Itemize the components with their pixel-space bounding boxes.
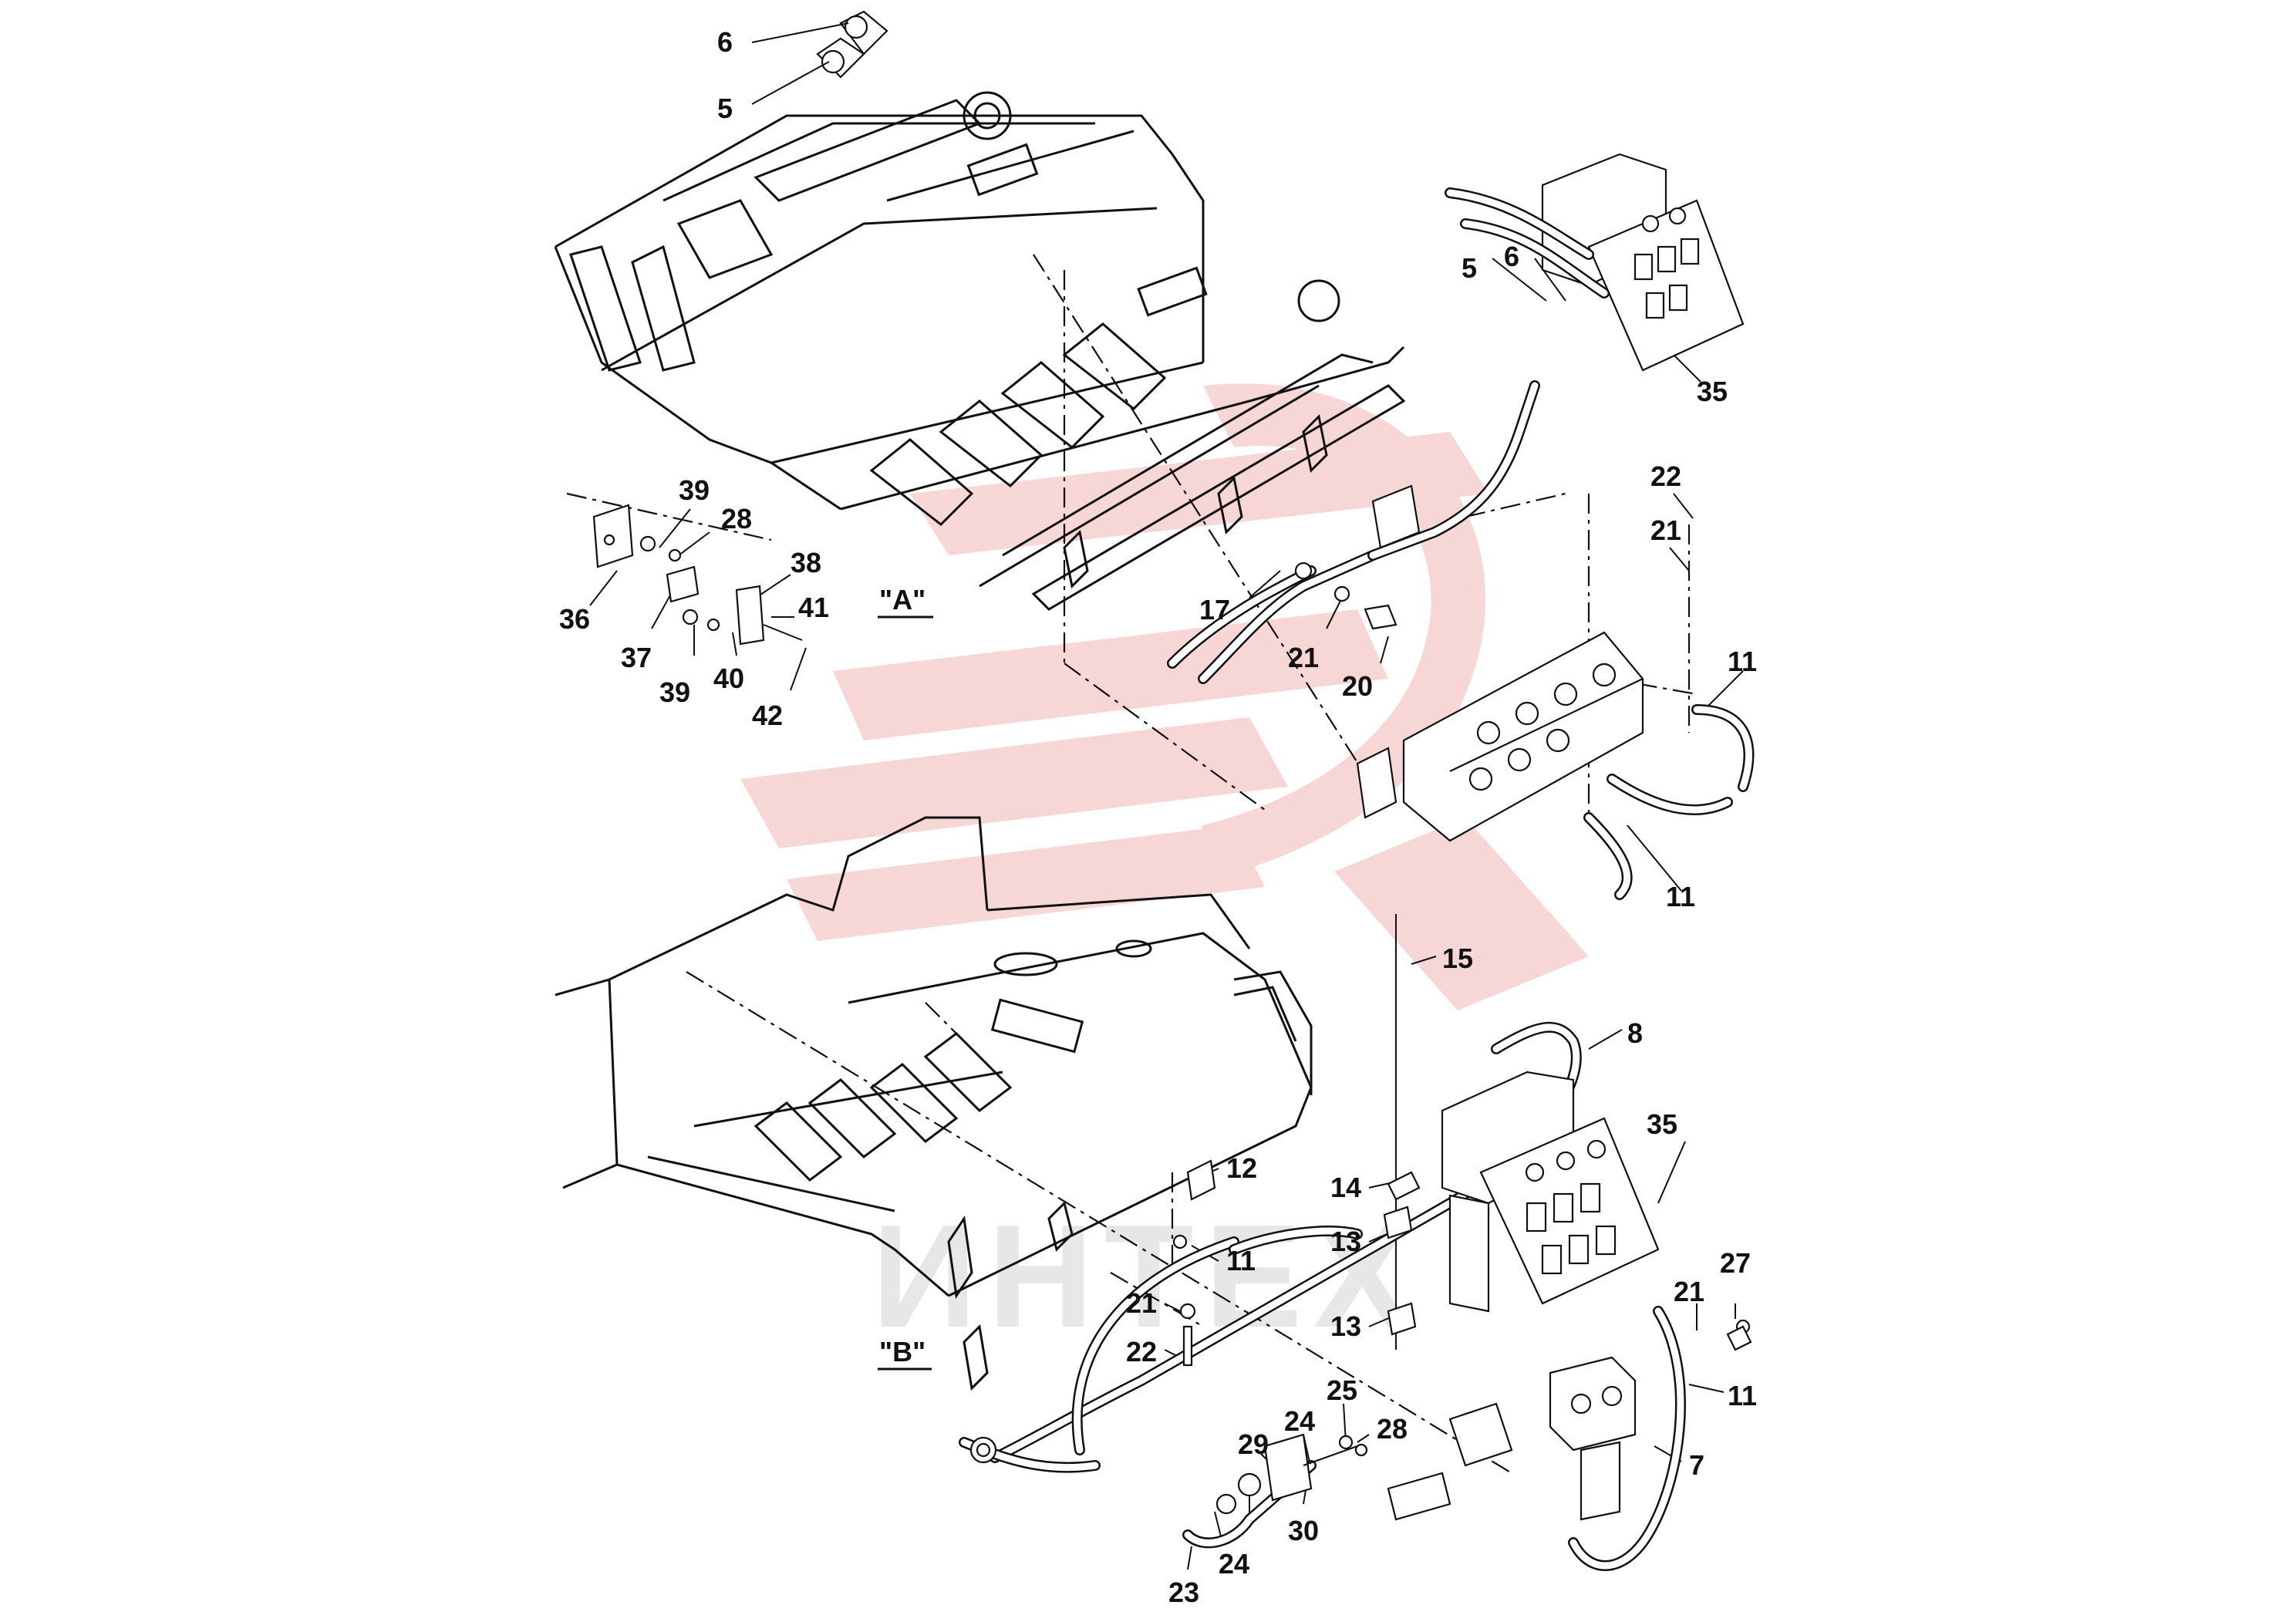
callout: 5 bbox=[1462, 252, 1477, 284]
callout: 24 bbox=[1284, 1405, 1315, 1437]
callout: 21 bbox=[1650, 514, 1681, 546]
callout: 30 bbox=[1288, 1515, 1319, 1546]
callout: 7 bbox=[1689, 1449, 1704, 1481]
callout: 22 bbox=[1126, 1336, 1157, 1367]
callout: 27 bbox=[1720, 1247, 1751, 1279]
callout: 40 bbox=[713, 663, 744, 694]
view-b-sensor-assembly bbox=[1215, 1402, 1513, 1521]
callout: 22 bbox=[1650, 460, 1681, 492]
callout: 39 bbox=[679, 474, 710, 506]
callout: 28 bbox=[1377, 1413, 1408, 1445]
callout: 37 bbox=[621, 642, 652, 673]
callout: 29 bbox=[1238, 1428, 1269, 1460]
callout: 13 bbox=[1330, 1226, 1361, 1257]
callout-labels: 6 5 5 6 35 22 21 39 28 38 41 36 37 39 40… bbox=[559, 26, 1757, 1608]
callout: 13 bbox=[1330, 1310, 1361, 1342]
callout: 38 bbox=[791, 547, 821, 578]
callout: 5 bbox=[717, 93, 733, 124]
callout: 21 bbox=[1674, 1276, 1704, 1307]
callout: 14 bbox=[1330, 1172, 1361, 1203]
callout: 42 bbox=[752, 700, 783, 731]
callout: 35 bbox=[1647, 1108, 1677, 1140]
callout: 12 bbox=[1226, 1152, 1257, 1184]
callout: 11 bbox=[1728, 646, 1757, 677]
callout: 21 bbox=[1126, 1287, 1157, 1319]
callout: 35 bbox=[1697, 376, 1728, 407]
view-b-control-box bbox=[1441, 1071, 1660, 1313]
view-a-label: "A" bbox=[879, 584, 925, 615]
callout: 41 bbox=[798, 592, 829, 623]
view-b-frame bbox=[555, 816, 1313, 1391]
callout: 8 bbox=[1627, 1017, 1643, 1049]
callout: 11 bbox=[1226, 1245, 1256, 1276]
callout: 11 bbox=[1728, 1380, 1757, 1411]
view-a-control-box bbox=[1445, 153, 1745, 372]
callout: 39 bbox=[659, 676, 690, 708]
view-label-a: "A" bbox=[878, 584, 933, 619]
view-a-hose-fittings-top bbox=[816, 10, 888, 79]
view-a-switch-assembly bbox=[592, 504, 803, 646]
callout: 23 bbox=[1168, 1576, 1199, 1608]
callout: 17 bbox=[1199, 594, 1230, 626]
view-b-label: "B" bbox=[879, 1336, 925, 1367]
callout: 25 bbox=[1327, 1374, 1357, 1406]
callout: 15 bbox=[1442, 943, 1473, 974]
callout: 21 bbox=[1288, 642, 1319, 673]
callout: 28 bbox=[721, 503, 752, 534]
view-b-clamps bbox=[1172, 1159, 1421, 1367]
callout: 6 bbox=[717, 26, 733, 58]
callout: 6 bbox=[1504, 241, 1519, 272]
view-a-valve-block bbox=[1356, 631, 1755, 900]
view-a-hoses-center bbox=[1167, 380, 1540, 684]
callout: 11 bbox=[1666, 881, 1695, 912]
view-a-frame bbox=[554, 91, 1406, 611]
view-label-b: "B" bbox=[878, 1336, 932, 1371]
callout: 36 bbox=[559, 603, 590, 635]
callout: 24 bbox=[1219, 1548, 1249, 1580]
callout: 20 bbox=[1342, 670, 1373, 702]
view-b-valve bbox=[1549, 1319, 1752, 1521]
